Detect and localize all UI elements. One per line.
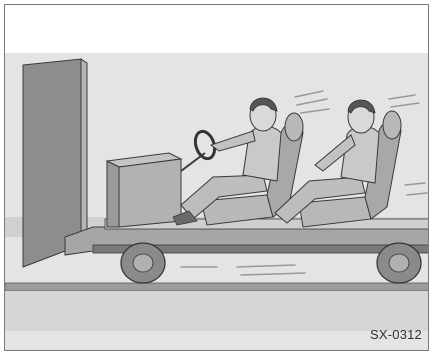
- figure-frame: SX-0312: [4, 4, 429, 351]
- ground-band: [5, 291, 429, 331]
- rear-wheel-icon: [377, 243, 421, 283]
- figure-reference-code: SX-0312: [370, 327, 422, 342]
- front-wheel-icon: [121, 243, 165, 283]
- crash-test-illustration: [5, 5, 429, 351]
- rail-lower: [5, 283, 429, 291]
